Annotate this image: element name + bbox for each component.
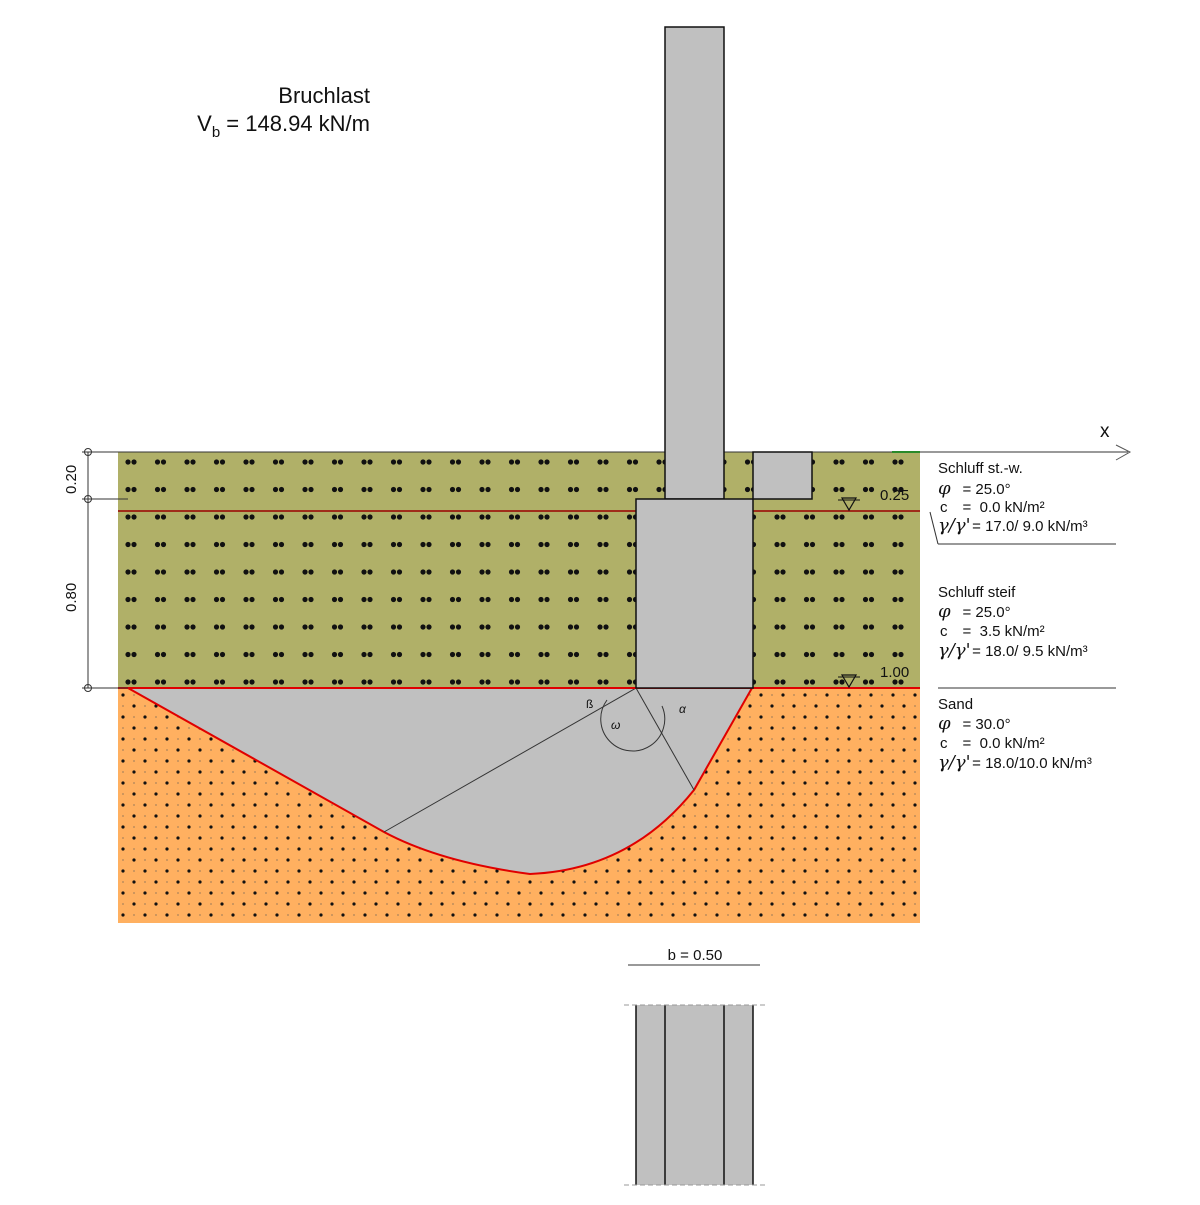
dimension-top-label: 0.20 bbox=[63, 465, 80, 494]
radial-line-alpha bbox=[635, 687, 695, 791]
legend-layer-2-c: = 3.5 kN/m² bbox=[950, 623, 1045, 640]
legend-layer-3-phi-symbol: φ bbox=[938, 713, 951, 734]
legend-layer-1-c-symbol: c bbox=[940, 499, 948, 516]
legend-layer-3-gamma-symbol: γ/γ' bbox=[938, 752, 971, 773]
failure-zone bbox=[128, 688, 752, 874]
radial-line-beta bbox=[383, 687, 637, 833]
side-block bbox=[752, 451, 813, 500]
angle-beta-label: ß bbox=[586, 697, 593, 711]
water-level-lower-label: 1.00 bbox=[880, 664, 909, 681]
legend-layer-3-phi: = 30.0° bbox=[950, 716, 1011, 733]
legend-layer-2-c-symbol: c bbox=[940, 623, 948, 640]
legend-layer-1-name: Schluff st.-w. bbox=[938, 460, 1023, 477]
legend-layer-2-name: Schluff steif bbox=[938, 584, 1016, 601]
legend-layer-2-phi-symbol: φ bbox=[938, 601, 951, 622]
legend-layer-3-c-symbol: c bbox=[940, 735, 948, 752]
legend-layer-1-phi-symbol: φ bbox=[938, 478, 951, 499]
legend-layer-1-gamma: = 17.0/ 9.0 kN/m³ bbox=[968, 518, 1088, 535]
legend-layer-2-gamma-symbol: γ/γ' bbox=[938, 640, 971, 661]
width-dimension-label: b = 0.50 bbox=[668, 947, 723, 964]
legend-layer-2-phi: = 25.0° bbox=[950, 604, 1011, 621]
legend-layer-3-name: Sand bbox=[938, 696, 973, 713]
angle-alpha-label: α bbox=[679, 702, 687, 716]
plan-footing-strip bbox=[636, 1005, 753, 1185]
legend-layer-3-c: = 0.0 kN/m² bbox=[950, 735, 1045, 752]
legend-layer-3-gamma: = 18.0/10.0 kN/m³ bbox=[968, 755, 1092, 772]
legend-layer-3: Sand φ = 30.0° c = 0.0 kN/m² γ/γ' = 18.0… bbox=[938, 696, 1092, 773]
water-level-lower-icon bbox=[840, 674, 858, 689]
legend-layer-1-c: = 0.0 kN/m² bbox=[950, 499, 1045, 516]
title-load-value: Vb = 148.94 kN/m bbox=[197, 111, 370, 141]
legend-layer-2-gamma: = 18.0/ 9.5 kN/m³ bbox=[968, 643, 1088, 660]
title-bruchlast: Bruchlast bbox=[278, 83, 370, 108]
water-level-upper-icon bbox=[840, 497, 858, 512]
legend-layer-1: Schluff st.-w. φ = 25.0° c = 0.0 kN/m² γ… bbox=[929, 460, 1116, 545]
legend-layer-1-phi: = 25.0° bbox=[950, 481, 1011, 498]
column bbox=[664, 26, 725, 500]
footing bbox=[635, 498, 754, 689]
omega-arc bbox=[600, 699, 666, 752]
x-axis-arrow bbox=[1115, 444, 1132, 461]
dimension-ticks bbox=[82, 448, 128, 692]
x-axis-label: x bbox=[1100, 421, 1110, 442]
failure-line bbox=[127, 687, 753, 876]
legend-layer-2: Schluff steif φ = 25.0° c = 3.5 kN/m² γ/… bbox=[938, 584, 1116, 689]
water-level-upper-label: 0.25 bbox=[880, 487, 909, 504]
dimension-second-label: 0.80 bbox=[63, 583, 80, 612]
legend-layer-1-gamma-symbol: γ/γ' bbox=[938, 515, 971, 536]
angle-omega-label: ω bbox=[611, 718, 620, 732]
plan-view bbox=[624, 1004, 766, 1186]
